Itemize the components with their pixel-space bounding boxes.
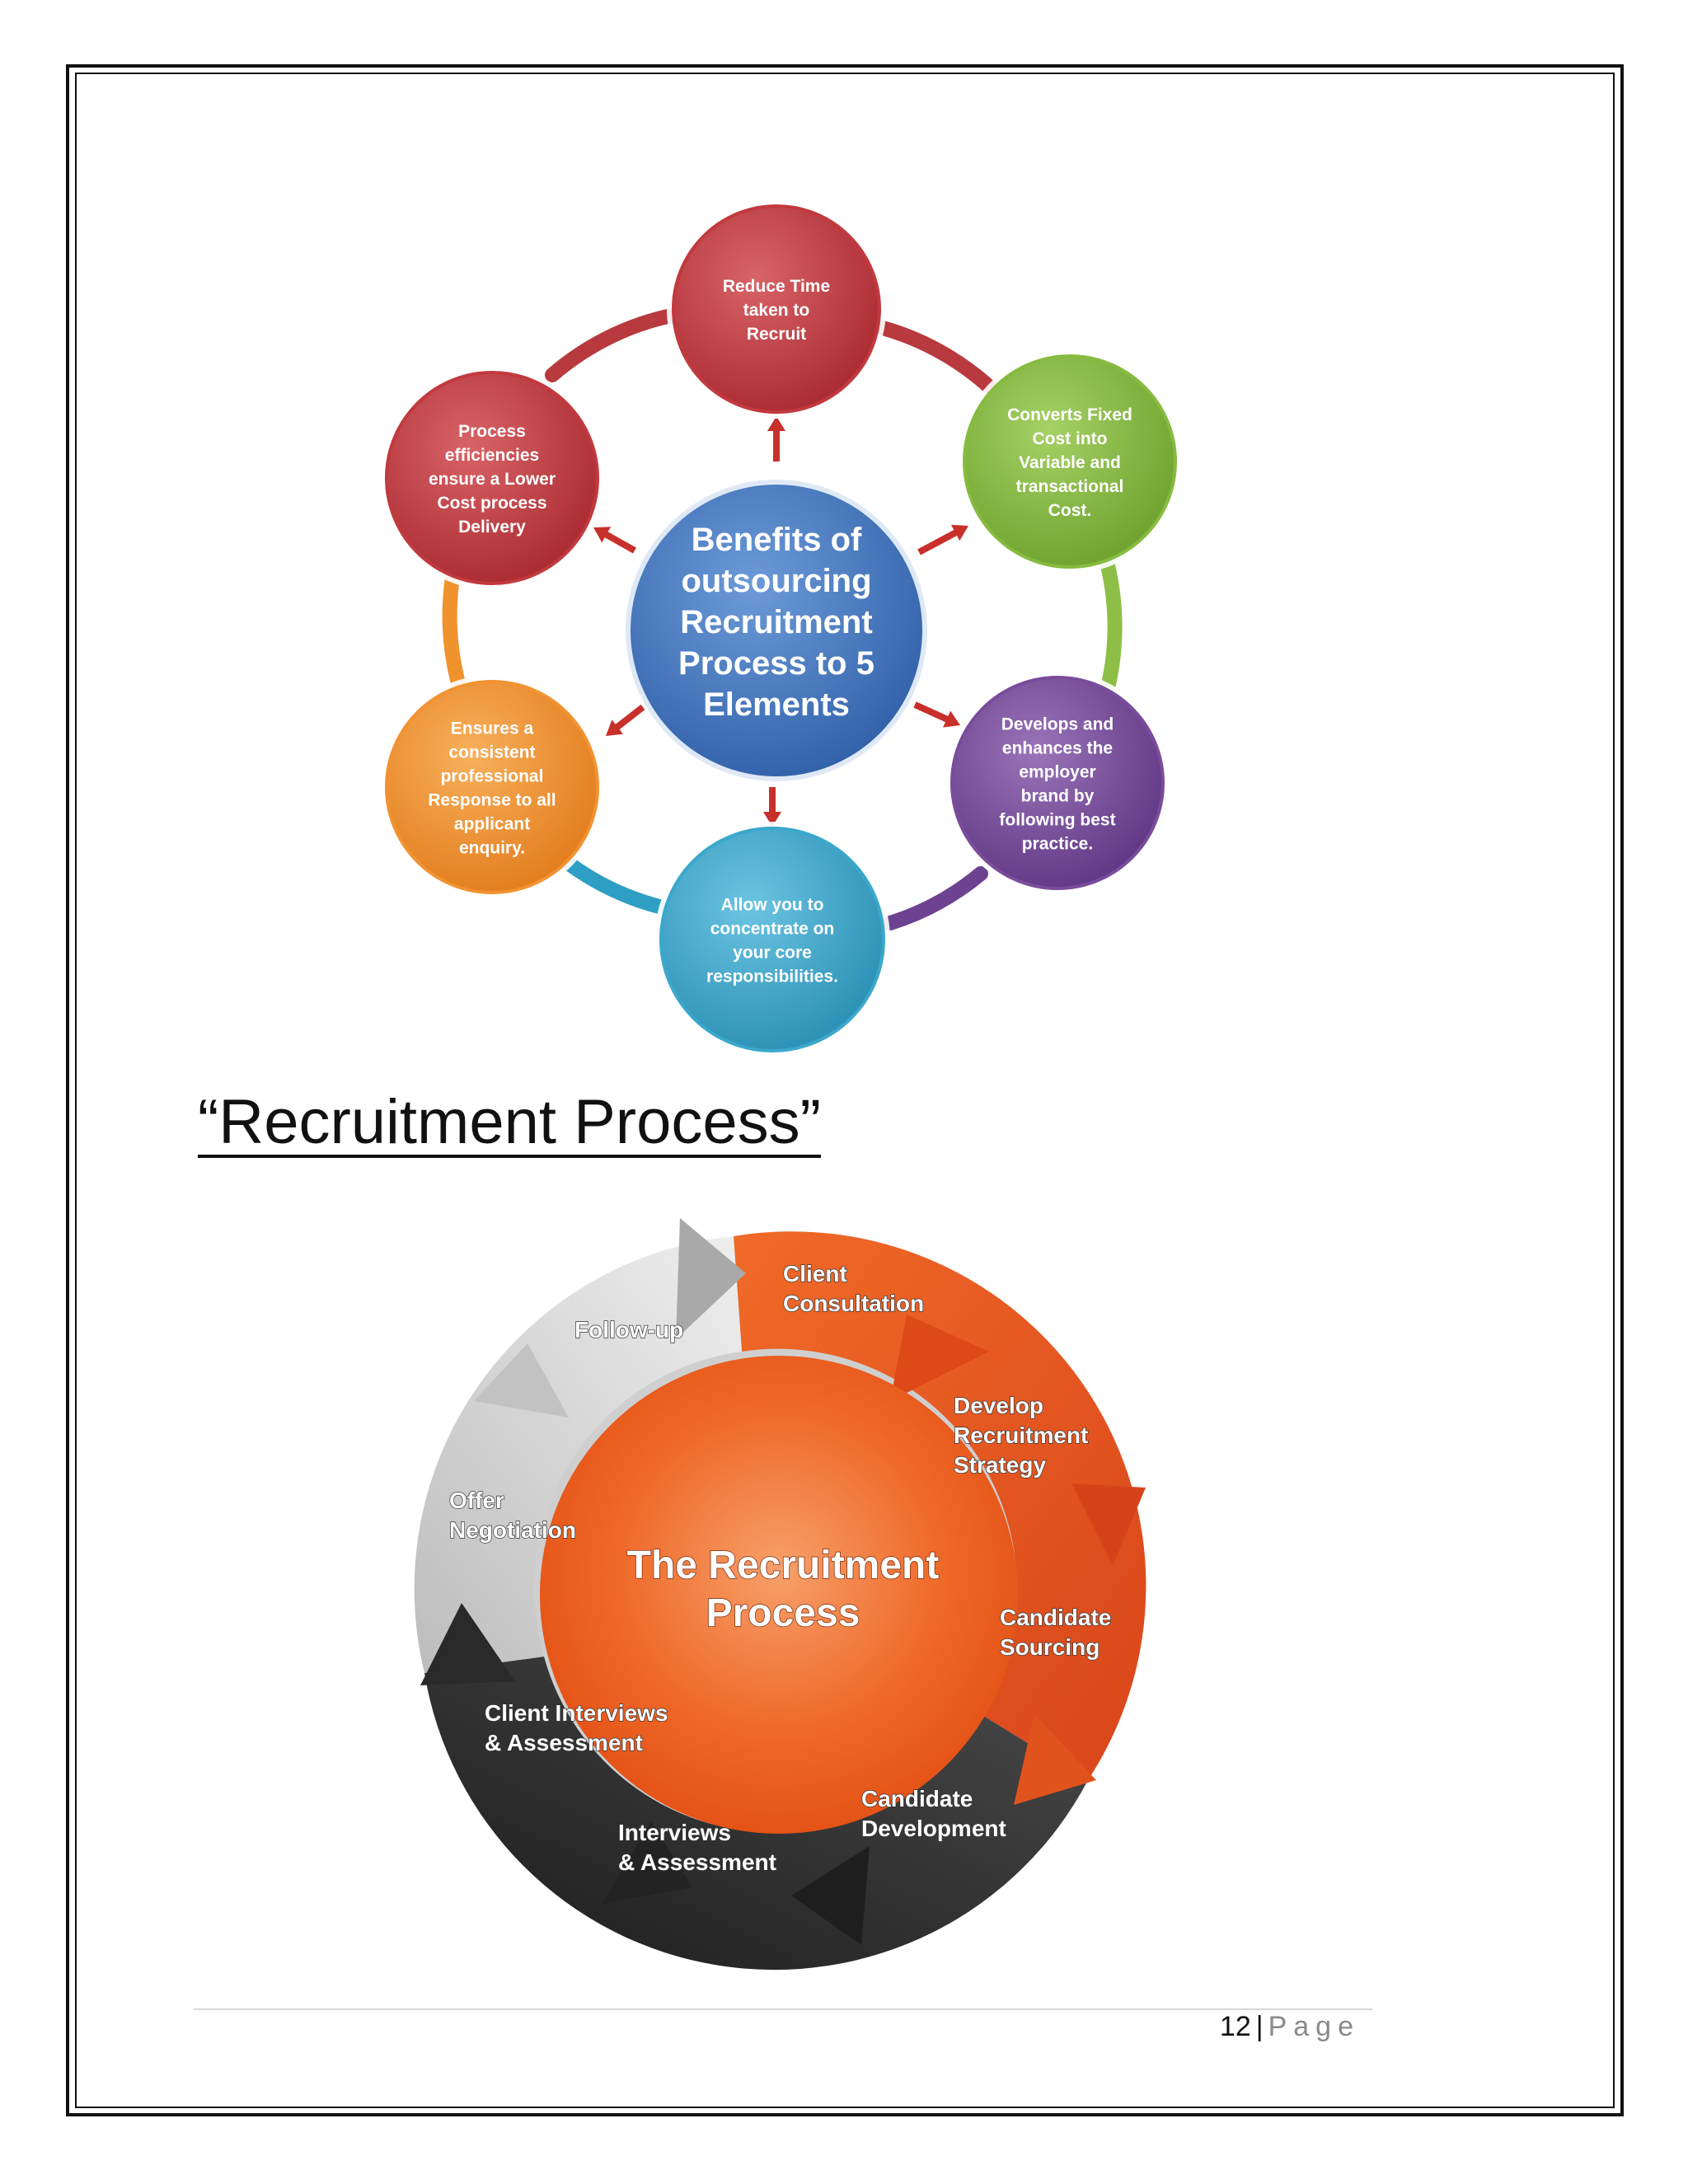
- benefits-center-circle: [626, 480, 927, 781]
- cycle-arrowhead-develop-strategy: [1071, 1483, 1146, 1566]
- cycle-arrowhead-offer-negotiation: [474, 1343, 569, 1418]
- step-client-interviews: Client Interviews& Assessment: [485, 1700, 668, 1755]
- benefit-node-employer-brand-circle: [950, 676, 1165, 890]
- ring-segment-bottom-left: [553, 850, 667, 914]
- page-number: 12: [1219, 2011, 1251, 2042]
- ring-segment-bottom-right: [883, 866, 988, 930]
- benefit-arrow-2: [917, 524, 968, 555]
- cycle-band-grey: [414, 1236, 742, 1673]
- cycle-core: [540, 1356, 1018, 1834]
- cycle-arrowhead-follow-up: [676, 1218, 746, 1339]
- ring-segment-top-left: [545, 306, 692, 382]
- cycle-arrowhead-client-consultation: [890, 1315, 989, 1401]
- cycle-arrowhead-candidate-sourcing: [1014, 1714, 1096, 1805]
- benefit-node-process-efficiencies-circle: [385, 371, 599, 585]
- page-border-outer: [66, 64, 1624, 2116]
- footer-rule: [194, 2008, 1372, 2010]
- cycle-arrowhead-client-interviews: [420, 1603, 515, 1685]
- page-label: Page: [1268, 2011, 1360, 2042]
- benefit-arrow-4: [763, 787, 781, 827]
- page-footer: 12|Page: [1212, 2011, 1360, 2043]
- cycle-arrowhead-candidate-development: [791, 1846, 870, 1945]
- benefit-arrow-3: [913, 701, 960, 728]
- benefit-arrows: [593, 416, 968, 827]
- footer-separator: |: [1255, 2011, 1264, 2042]
- benefit-node-core-responsibilities-circle: [659, 827, 885, 1052]
- benefit-node-consistent-response-circle: [385, 680, 599, 894]
- cycle-band-orange: [734, 1231, 1146, 1780]
- page-border-inner: [75, 73, 1615, 2108]
- cycle-band-dark: [424, 1657, 1088, 1971]
- step-interviews-assessment: Interviews& Assessment: [618, 1820, 776, 1875]
- cycle-arrowhead-interviews: [602, 1821, 692, 1904]
- benefit-arrow-5: [606, 704, 645, 736]
- benefit-arrow-1: [767, 416, 785, 462]
- benefit-node-converts-cost-circle: [963, 354, 1177, 569]
- benefit-arrow-6: [593, 527, 636, 554]
- benefit-node-reduce-time-circle: [672, 204, 881, 414]
- section-heading: “Recruitment Process”: [198, 1087, 821, 1157]
- step-follow-up: Follow-up: [574, 1317, 683, 1343]
